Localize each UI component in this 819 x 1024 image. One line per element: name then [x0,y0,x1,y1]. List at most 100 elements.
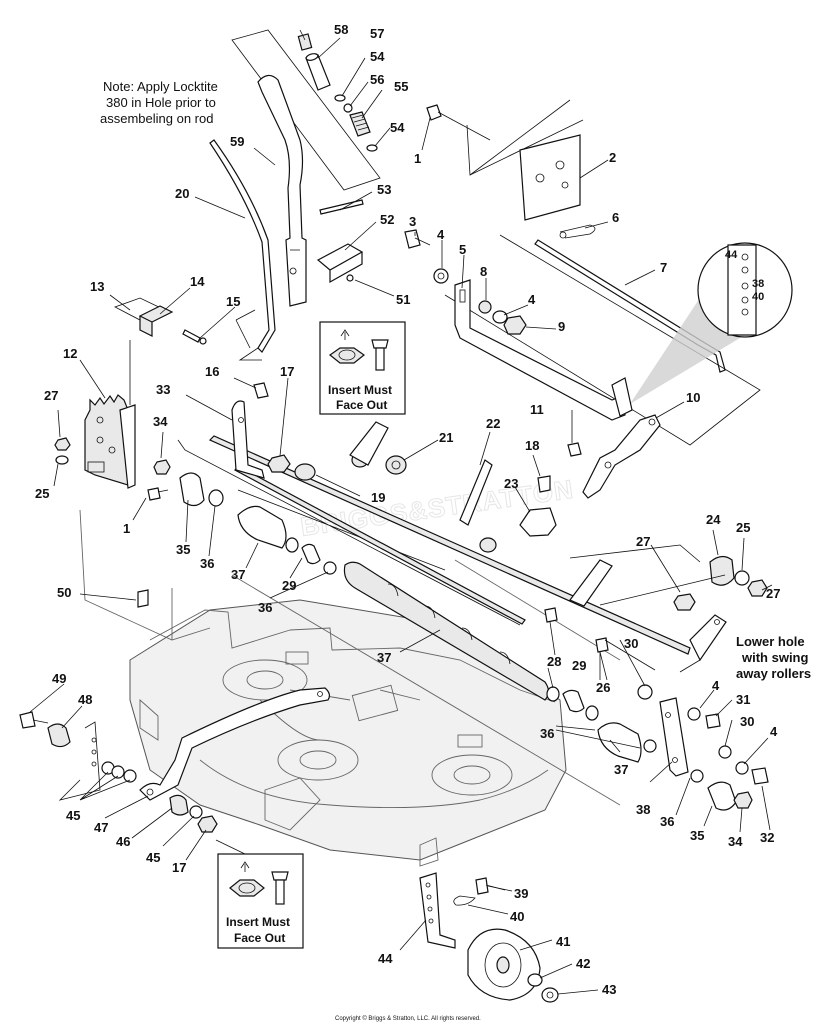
nut-9 [503,315,527,335]
detail-label-44: 44 [725,249,738,261]
part-number: 17 [172,860,186,875]
bracket-52 [316,243,364,284]
part-number: 8 [480,264,487,279]
part-number: 25 [736,520,750,535]
lift-rod [209,139,276,353]
part-number: 57 [370,26,384,41]
part-number: 55 [394,79,408,94]
washer-4-b [492,310,508,324]
part-number: 44 [378,951,393,966]
part-number: 34 [728,834,743,849]
link-10 [582,414,661,499]
part-number: 3 [409,214,416,229]
part-number: 51 [396,292,410,307]
part-number: 1 [414,151,421,166]
locktite-note-line2: 380 in Hole prior to [106,95,216,110]
bushing-48 [47,723,71,748]
spacer-8 [478,300,492,314]
washer-54-bottom [366,144,378,152]
spring [349,111,371,137]
washer-36-d [546,686,560,702]
part-number: 47 [94,820,108,835]
leader-lines [29,29,773,995]
locktite-note-line1: Note: Apply Locktite [103,79,218,94]
washer-36-left [208,489,224,507]
part-number: 45 [146,850,160,865]
part-number: 13 [90,279,104,294]
part-number: 15 [226,294,240,309]
part-number: 27 [636,534,650,549]
part-number: 54 [390,120,405,135]
washer-36-c [323,561,337,575]
nut-17-bottom [197,815,218,833]
part-number: 56 [370,72,384,87]
insert-callout-bottom-line2: Face Out [234,931,285,945]
bushing-46 [169,794,189,816]
washer-54-top [334,94,346,102]
part-number: 59 [230,134,244,149]
insert-callout-top-line2: Face Out [336,398,387,412]
detail-label-40: 40 [752,291,764,303]
bolt-1-left [147,487,161,501]
arm-right [569,559,613,607]
bolt-31 [705,713,721,729]
lower-hole-note-line1: Lower hole [736,634,805,649]
part-number: 2 [609,150,616,165]
spacer-29-b [562,689,585,713]
height-lever-handle [257,74,307,307]
bushing-21 [385,455,407,475]
part-number: 11 [530,402,544,417]
lower-hole-note-line3: away rollers [736,666,811,681]
part-number: 40 [510,909,524,924]
hairpin-6 [559,224,596,239]
arm-47 [139,687,331,801]
washer-42 [527,973,543,987]
part-number: 38 [636,802,650,817]
part-number: 36 [200,556,214,571]
part-number: 35 [690,828,704,843]
washer-25-left [55,455,69,465]
insert-callout-bottom [217,853,304,949]
part-number: 37 [231,567,245,582]
part-number: 46 [116,834,130,849]
washer-4-a [433,268,449,284]
part-number-labels: 58 57 54 56 55 54 1 2 59 20 53 52 51 6 3… [35,22,780,997]
part-number: 23 [504,476,518,491]
nut-27-left [54,437,71,451]
washer-36-e [585,705,599,721]
bolt-50 [137,589,149,608]
bolt-11 [567,442,582,457]
bushing-19-a [294,463,316,481]
part-number: 26 [596,680,610,695]
roller-37-right [597,722,642,763]
roller-24 [709,555,735,586]
nut-27-right [747,579,768,597]
part-number: 20 [175,186,189,201]
part-number: 10 [686,390,700,405]
washer-36-f [643,739,657,753]
part-number: 54 [370,49,385,64]
part-number: 49 [52,671,66,686]
arm-22 [459,459,493,526]
part-number: 4 [528,292,536,307]
part-number: 28 [547,654,561,669]
part-number: 37 [614,762,628,777]
part-number: 52 [380,212,394,227]
part-number: 22 [486,416,500,431]
part-number: 25 [35,486,49,501]
washer-45-d [189,805,203,819]
washer-30-b [718,745,732,759]
part-number: 4 [437,227,445,242]
spacer-29-a [301,543,321,565]
detail-label-38: 38 [752,278,764,290]
bracket-38 [659,697,689,777]
mower-deck [79,509,621,867]
nut-34-right [733,791,753,809]
link-right [689,614,727,662]
locktite-note-line3: assembeling on rod [100,111,213,126]
washer-45-b [111,765,125,779]
bolt-49 [19,711,36,729]
washer-36-b [285,537,299,553]
part-number: 29 [572,658,586,673]
